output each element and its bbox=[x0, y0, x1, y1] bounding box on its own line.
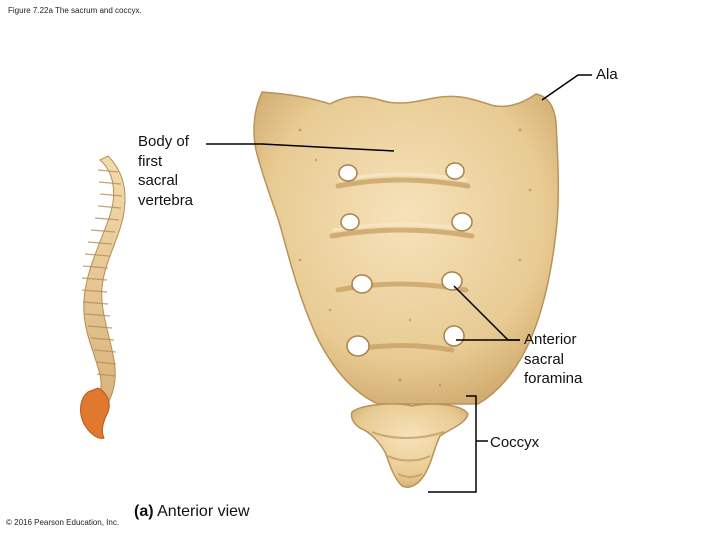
view-title: (a) Anterior view bbox=[134, 503, 250, 521]
coccyx-bone bbox=[350, 403, 469, 488]
label-coccyx: Coccyx bbox=[490, 434, 540, 451]
label-anterior-sacral-foramina: Anterior sacral foramina bbox=[524, 331, 583, 387]
sacrum bbox=[253, 91, 560, 405]
vertebral-column-thumbnail bbox=[80, 155, 126, 439]
leader-lines bbox=[206, 74, 592, 493]
copyright-notice: © 2016 Pearson Education, Inc. bbox=[6, 518, 120, 527]
figure-caption: Figure 7.22a The sacrum and coccyx. bbox=[8, 6, 142, 15]
coccyx-highlight bbox=[80, 387, 110, 439]
label-body-first-sacral-vertebra: Body of first sacral vertebra bbox=[138, 133, 194, 209]
label-ala: Ala bbox=[596, 66, 618, 83]
coccyx-bracket bbox=[428, 395, 477, 493]
body-leader-line bbox=[206, 143, 395, 152]
ala-leader-line bbox=[541, 74, 592, 101]
view-name: Anterior view bbox=[157, 503, 250, 520]
view-part-letter: (a) bbox=[134, 503, 154, 520]
